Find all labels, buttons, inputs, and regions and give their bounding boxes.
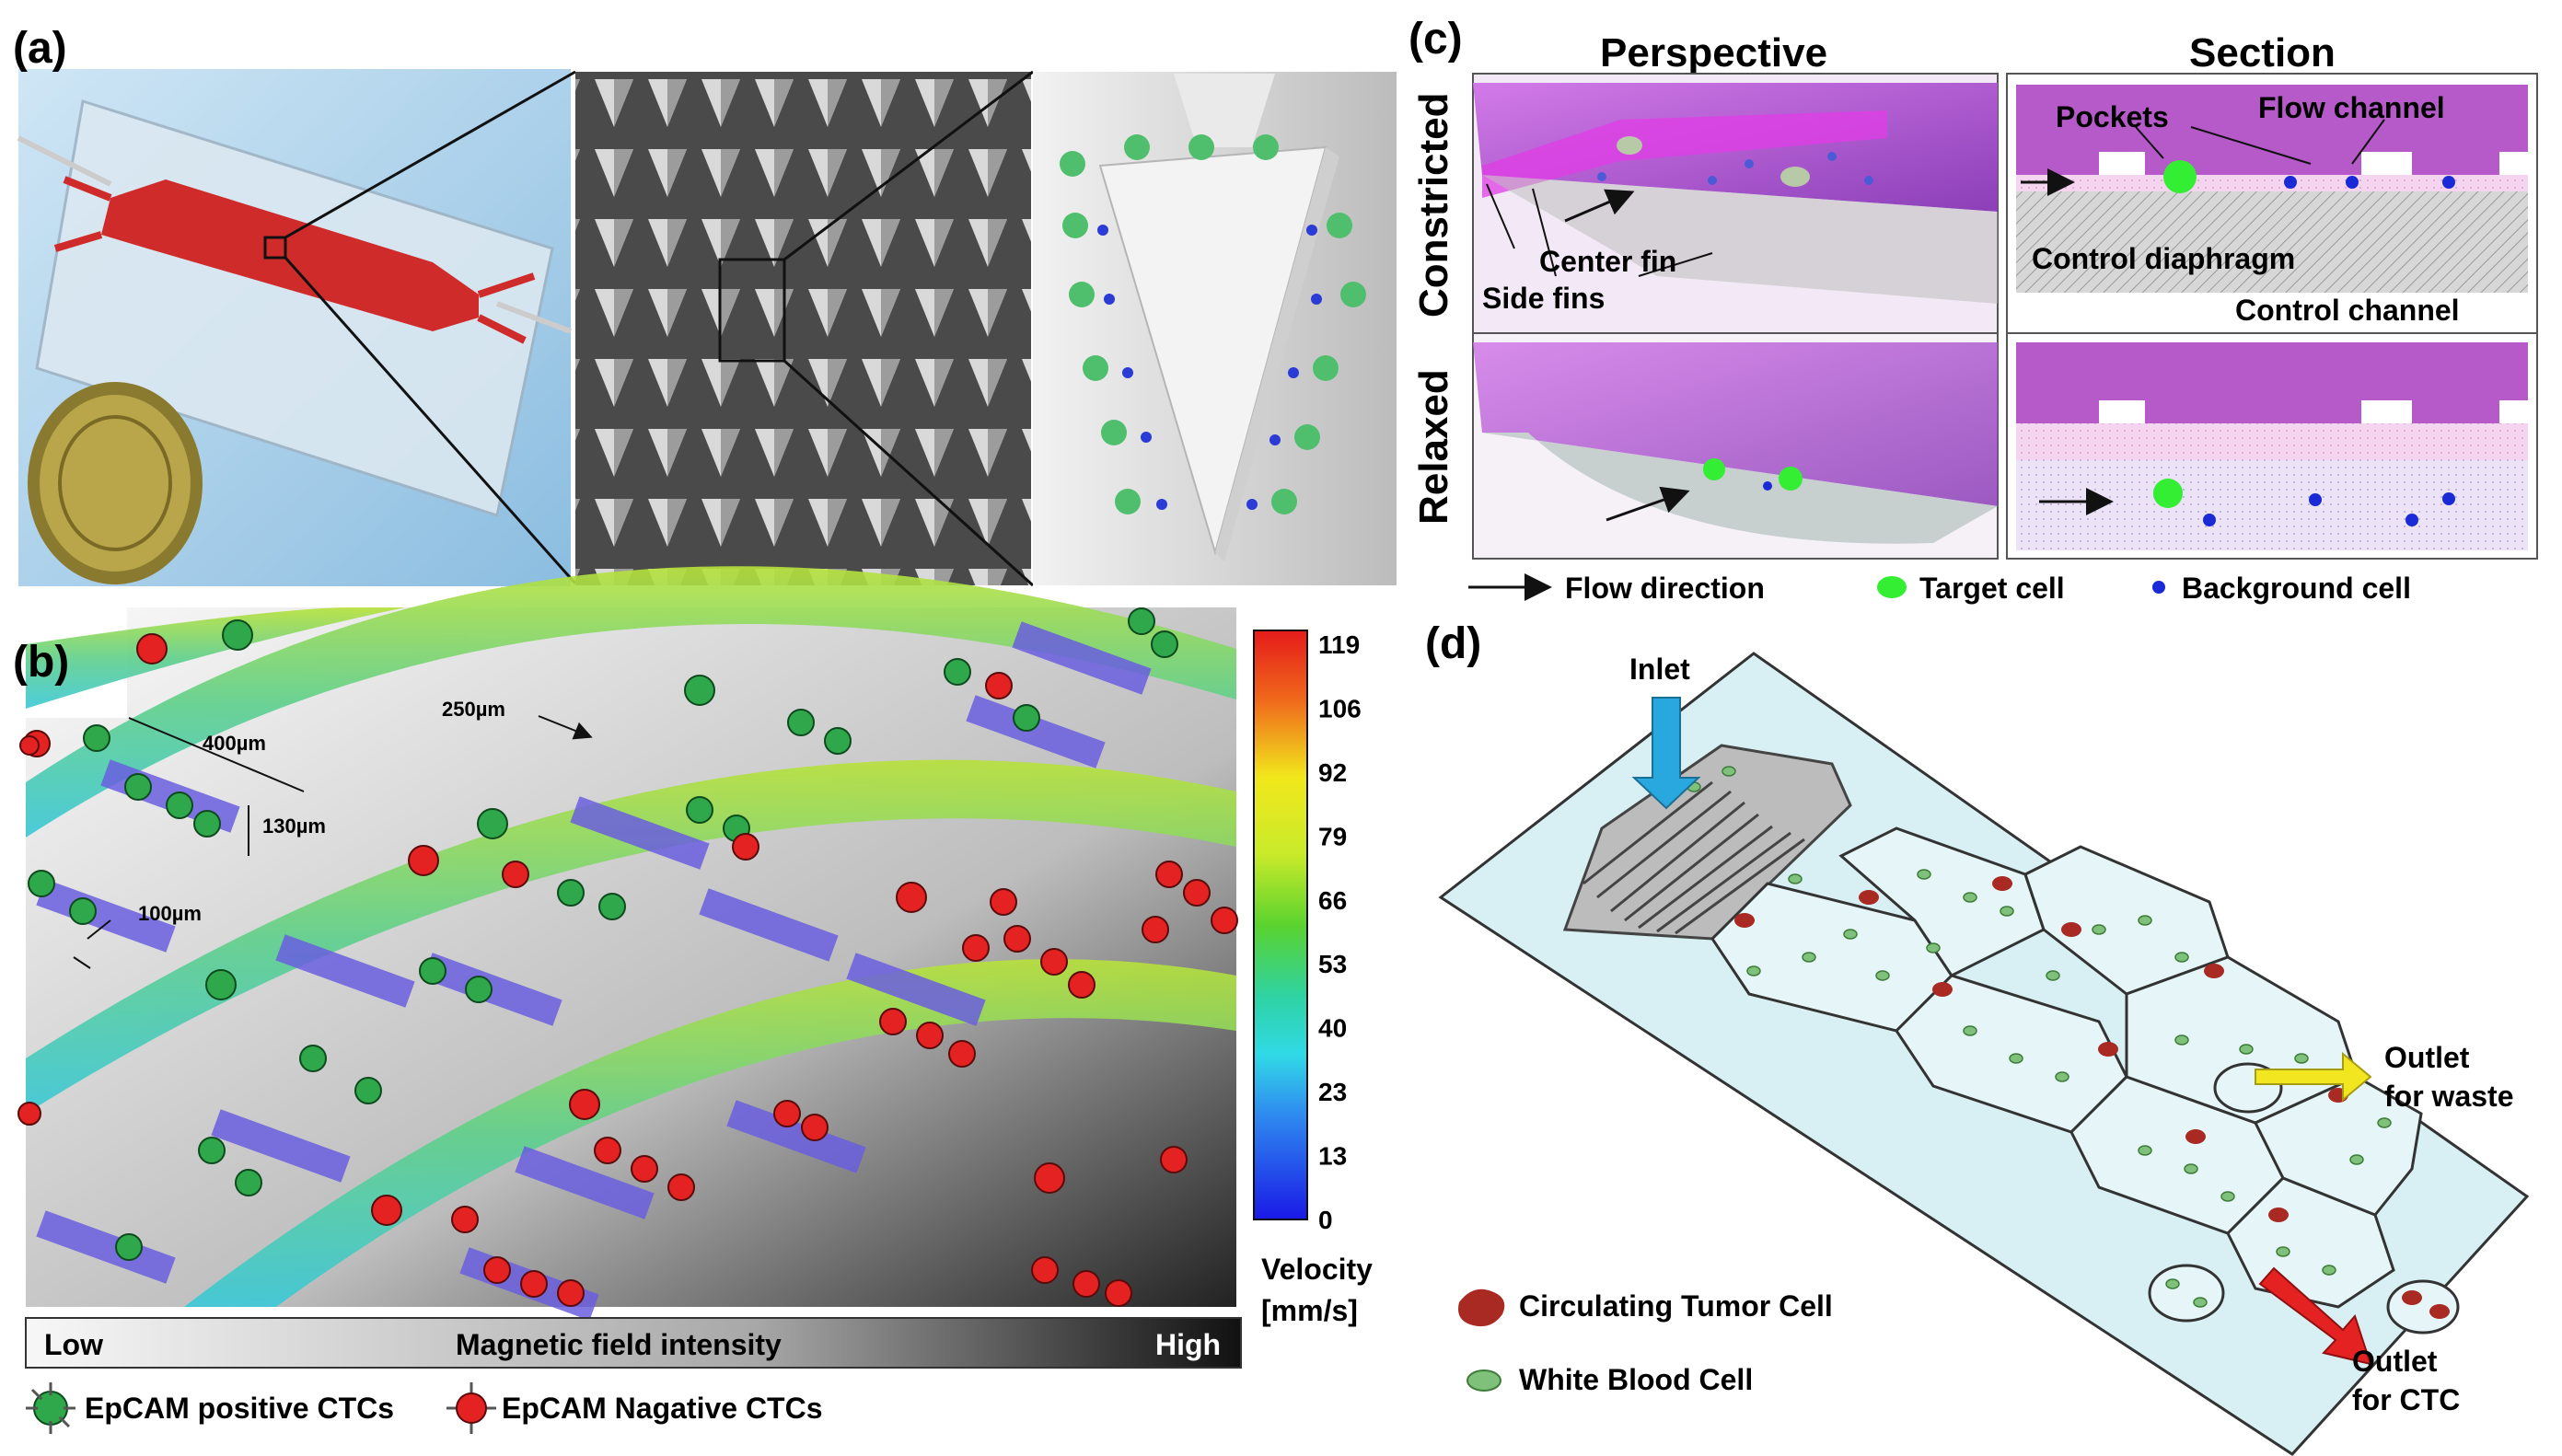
legend-background-cell-icon: [2152, 581, 2165, 594]
label-pockets: Pockets: [2056, 100, 2169, 133]
velocity-unit: [mm/s]: [1261, 1294, 1358, 1327]
legend-positive-label: EpCAM positive CTCs: [85, 1392, 394, 1425]
micropost-array-sem: [575, 72, 1031, 585]
antibody-markers: [1060, 134, 1366, 514]
red-channel: [101, 179, 479, 331]
legend-wbc-icon: [1466, 1369, 1501, 1392]
panel-d: Inlet Outlet for waste Outlet for CTC Ci…: [1425, 619, 2530, 1456]
col-perspective: Perspective: [1600, 30, 1827, 75]
velocity-tick-label: 119: [1318, 630, 1360, 659]
panel-c: Perspective Section Constricted Relaxed …: [1409, 15, 2538, 605]
velocity-colorbar: [1253, 630, 1308, 1220]
legend-ctc-icon: [1458, 1288, 1505, 1327]
ctc-cells: [1734, 876, 2450, 1319]
legend-target-cell: Target cell: [1919, 572, 2065, 605]
velocity-label: Velocity: [1261, 1253, 1373, 1286]
row-constricted: Constricted: [1411, 93, 1456, 318]
magnetic-intensity-bar: [25, 1317, 1242, 1369]
waste-outlet-arrow: [2255, 1051, 2372, 1103]
velocity-tick-label: 79: [1318, 822, 1347, 850]
velocity-tick-label: 0: [1318, 1206, 1333, 1234]
panel-d-letter: (d): [1425, 619, 1481, 668]
legend-background-cell: Background cell: [2182, 572, 2411, 605]
label-side-fins: Side fins: [1482, 282, 1605, 315]
label-outlet-ctc-1: Outlet: [2352, 1345, 2438, 1378]
magnetic-title: Magnetic field intensity: [456, 1328, 782, 1361]
magnetic-high: High: [1155, 1328, 1221, 1361]
wbc-cells: [1687, 766, 2392, 1308]
ctc-outlet-arrow: [2258, 1266, 2372, 1366]
serpentine-mixer: [1562, 744, 1852, 941]
label-control-channel: Control channel: [2235, 294, 2460, 327]
label-center-fin: Center fin: [1539, 245, 1676, 278]
legend-negative-label: EpCAM Nagative CTCs: [502, 1392, 823, 1425]
legend-target-cell-icon: [1877, 576, 1907, 598]
velocity-tick-label: 13: [1318, 1142, 1347, 1171]
col-section: Section: [2189, 30, 2336, 75]
velocity-ticks: 119 106 92 79 66 53 40 23 13 0: [1318, 630, 1362, 1234]
panel-c-letter: (c): [1409, 15, 1463, 64]
ctc-positive-cells: [28, 607, 1178, 1261]
inlet-arrow: [1631, 697, 1701, 810]
legend-negative-icon: [446, 1382, 496, 1434]
label-inlet: Inlet: [1629, 653, 1690, 686]
magnetic-low: Low: [44, 1328, 103, 1361]
panel-a: (a): [13, 24, 1397, 587]
ctc-negative-cells: [17, 633, 1238, 1307]
velocity-tick-label: 106: [1318, 694, 1362, 722]
dim-250um: 250µm: [442, 698, 505, 721]
label-outlet-ctc-2: for CTC: [2352, 1383, 2460, 1416]
legend-positive-icon: [26, 1382, 75, 1434]
panel-b: 400µm 250µm 130µm 100µm 119 106 92 79 66 53 40…: [13, 566, 1373, 1434]
panel-a-letter: (a): [13, 24, 67, 73]
dim-130um: 130µm: [262, 815, 326, 838]
velocity-tick-label: 53: [1318, 950, 1347, 978]
velocity-tick-label: 92: [1318, 758, 1347, 787]
label-outlet-waste-1: Outlet: [2384, 1041, 2470, 1074]
velocity-tick-label: 23: [1318, 1078, 1347, 1106]
label-control-diaphragm: Control diaphragm: [2032, 242, 2295, 275]
dim-100um: 100µm: [138, 902, 202, 925]
legend-wbc-label: White Blood Cell: [1519, 1363, 1753, 1396]
row-relaxed: Relaxed: [1411, 369, 1456, 525]
coin: [28, 382, 203, 584]
legend-flow-direction: Flow direction: [1565, 572, 1765, 605]
dimension-annotations: [73, 715, 593, 969]
panel-b-letter: (b): [13, 638, 69, 687]
velocity-tick-label: 40: [1318, 1014, 1347, 1043]
velocity-tick-label: 66: [1318, 886, 1347, 915]
label-outlet-waste-2: for waste: [2384, 1080, 2513, 1113]
legend-ctc-label: Circulating Tumor Cell: [1519, 1289, 1833, 1323]
dim-400um: 400µm: [203, 732, 266, 755]
label-flow-channel: Flow channel: [2258, 91, 2445, 124]
